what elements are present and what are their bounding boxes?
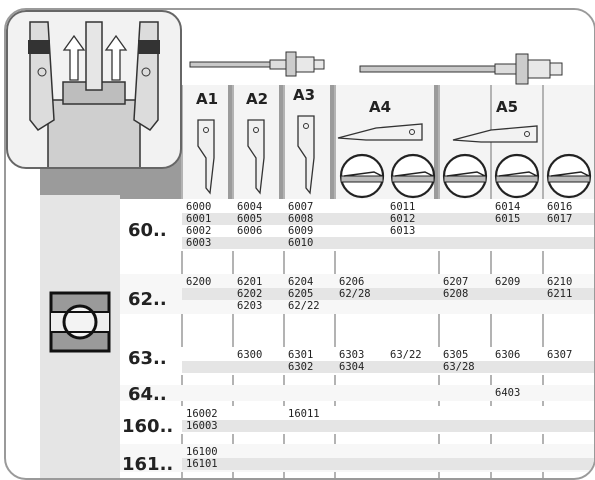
long-shaft-icon	[359, 53, 563, 85]
bearing-code: 6307	[547, 349, 573, 361]
bearing-code: 63/22	[390, 349, 422, 361]
bearing-code: 6208	[443, 288, 469, 300]
bearing-code: 62/22	[288, 300, 320, 312]
jaw-icon-a2	[247, 119, 265, 195]
col-header-a1: A1	[196, 90, 219, 108]
jaw-icon-a3	[297, 115, 315, 195]
bearing-code: 6001	[186, 213, 212, 225]
bearing-code: 6007	[288, 201, 314, 213]
bearing-code: 6211	[547, 288, 573, 300]
series-label: 63..	[128, 348, 167, 369]
blade-profile-icon	[339, 153, 385, 199]
series-label: 160..	[122, 416, 174, 437]
bearing-code: 6010	[288, 237, 314, 249]
bearing-code: 6303	[339, 349, 365, 361]
series-label: 161..	[122, 454, 174, 475]
blade-icon-a4	[337, 123, 423, 141]
bearing-code: 6009	[288, 225, 314, 237]
bearing-code: 6012	[390, 213, 416, 225]
col-header-a5: A5	[496, 98, 519, 116]
col-header-a2: A2	[246, 90, 269, 108]
bearing-code: 6204	[288, 276, 314, 288]
bearing-code: 6203	[237, 300, 263, 312]
short-shaft-icon	[189, 51, 325, 77]
row-stripe	[182, 213, 594, 225]
bearing-code: 6201	[237, 276, 263, 288]
row-stripe	[182, 237, 594, 249]
bearing-code: 16003	[186, 420, 218, 432]
blade-profile-icon	[390, 153, 436, 199]
bearing-code: 6206	[339, 276, 365, 288]
bearing-code: 16002	[186, 408, 218, 420]
bearing-code: 6301	[288, 349, 314, 361]
row-stripe	[182, 361, 594, 373]
blade-icon-a5	[452, 125, 538, 143]
bearing-code: 6300	[237, 349, 263, 361]
bearing-code: 6003	[186, 237, 212, 249]
bearing-code: 6017	[547, 213, 573, 225]
bearing-code: 6210	[547, 276, 573, 288]
bearing-code: 62/28	[339, 288, 371, 300]
bearing-code: 6000	[186, 201, 212, 213]
bearing-code: 6302	[288, 361, 314, 373]
puller-assembly-icon	[28, 21, 160, 167]
bearing-code: 6005	[237, 213, 263, 225]
bearing-code: 6002	[186, 225, 212, 237]
row-stripe	[182, 420, 594, 432]
series-label: 64..	[128, 384, 167, 405]
bearing-code: 6207	[443, 276, 469, 288]
bearing-selection-table: 6000 6004 6007 6011 6014 6016 6001 6005 6008 6012…	[4, 8, 595, 480]
bearing-code: 6014	[495, 201, 521, 213]
bearing-code: 6016	[547, 201, 573, 213]
row-stripe	[182, 288, 594, 300]
blade-profile-icon	[546, 153, 592, 199]
series-label: 60..	[128, 220, 167, 241]
blade-profile-icon	[494, 153, 540, 199]
bearing-code: 6013	[390, 225, 416, 237]
bearing-code: 6202	[237, 288, 263, 300]
bearing-code: 6209	[495, 276, 521, 288]
series-band	[120, 385, 594, 401]
bearing-code: 6015	[495, 213, 521, 225]
bearing-code: 6403	[495, 387, 521, 399]
col-header-a3: A3	[293, 86, 316, 104]
bearing-code: 63/28	[443, 361, 475, 373]
series-label: 62..	[128, 289, 167, 310]
bearing-code: 6004	[237, 201, 263, 213]
bearing-code: 6304	[339, 361, 365, 373]
blade-profile-icon	[442, 153, 488, 199]
bearing-code: 16100	[186, 446, 218, 458]
row-stripe	[182, 458, 594, 470]
bearing-code: 6011	[390, 201, 416, 213]
ball-bearing-icon	[49, 291, 111, 353]
col-header-a4: A4	[369, 98, 392, 116]
bearing-code: 16011	[288, 408, 320, 420]
jaw-icon-a1	[197, 119, 215, 195]
bearing-code: 16101	[186, 458, 218, 470]
puller-assembly-frame	[6, 10, 182, 169]
bearing-code: 6305	[443, 349, 469, 361]
bearing-code: 6205	[288, 288, 314, 300]
bearing-code: 6200	[186, 276, 212, 288]
bearing-code: 6306	[495, 349, 521, 361]
bearing-code: 6006	[237, 225, 263, 237]
bearing-code: 6008	[288, 213, 314, 225]
